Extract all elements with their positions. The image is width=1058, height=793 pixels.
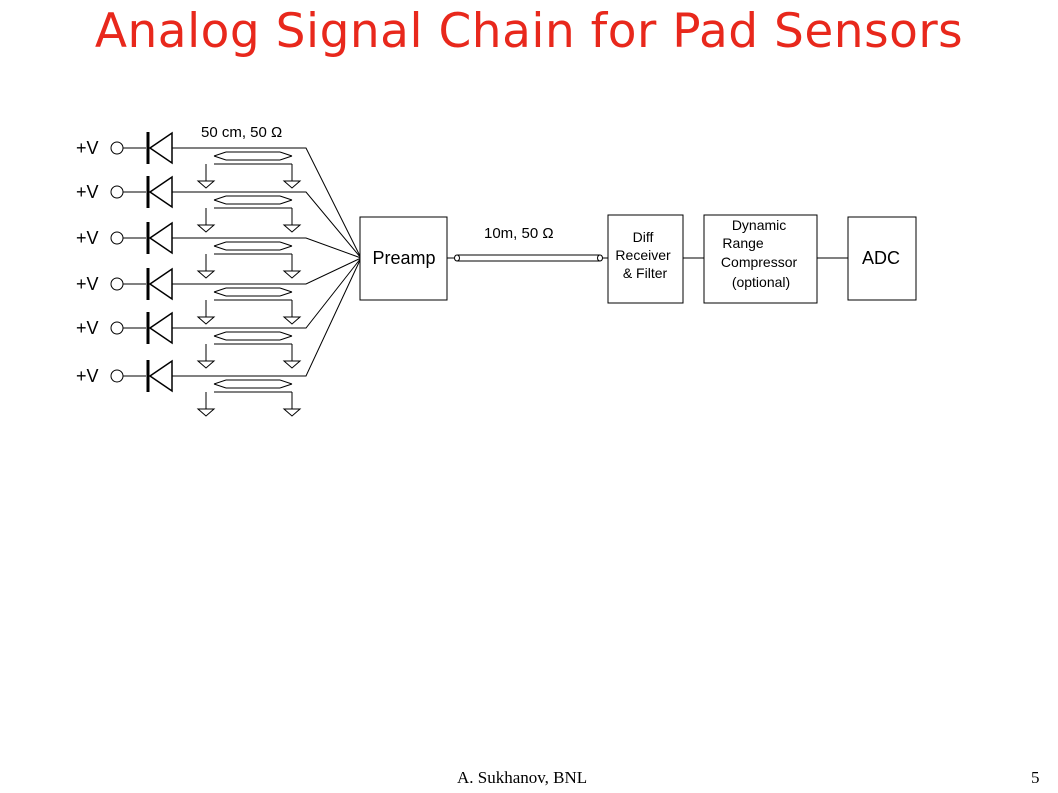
ground-icon: [282, 208, 302, 233]
diode-icon: [146, 221, 173, 255]
long-coax-cable: [447, 254, 608, 262]
svg-text:Diff Receiver & Filter: Diff Receiver & Filter: [615, 229, 674, 281]
short-coax-cable: [196, 375, 302, 417]
fan-in-wire: [292, 257, 362, 377]
bias-voltage-label: +V: [76, 182, 99, 202]
compressor-line-3: Compressor: [721, 254, 798, 270]
sensor-channel: +V: [76, 131, 362, 259]
diode-icon: [146, 131, 173, 165]
sensor-channel: +V: [76, 257, 362, 369]
bias-voltage-label: +V: [76, 138, 99, 158]
ground-icon: [282, 254, 302, 279]
preamp-label: Preamp: [372, 248, 435, 268]
bias-voltage-label: +V: [76, 318, 99, 338]
sensor-channel: +V: [76, 257, 362, 325]
ground-icon: [196, 392, 216, 417]
ground-icon: [282, 164, 302, 189]
compressor-line-1: Dynamic: [732, 217, 786, 233]
diode-icon: [146, 359, 173, 393]
fan-in-wire: [292, 191, 362, 259]
fan-in-wire: [292, 237, 362, 259]
ground-icon: [196, 208, 216, 233]
diff-receiver-line-1: Diff: [633, 229, 654, 245]
ground-icon: [282, 344, 302, 369]
ground-icon: [196, 344, 216, 369]
bias-terminal-icon: [110, 141, 124, 155]
diode-icon: [146, 311, 173, 345]
fan-in-wire: [292, 147, 362, 259]
short-cable-label: 50 cm, 50 Ω: [201, 124, 282, 141]
diff-receiver-box: [607, 214, 684, 304]
slide-title: Analog Signal Chain for Pad Sensors: [94, 4, 964, 59]
ground-icon: [282, 392, 302, 417]
adc-box: [847, 216, 917, 301]
bias-terminal-icon: [110, 277, 124, 291]
diode-icon: [146, 267, 173, 301]
short-coax-cable: [196, 283, 302, 325]
sensor-channel: +V: [76, 221, 362, 279]
ground-icon: [196, 254, 216, 279]
bias-terminal-icon: [110, 231, 124, 245]
short-coax-cable: [196, 191, 302, 233]
ground-icon: [196, 300, 216, 325]
bias-terminal-icon: [110, 369, 124, 383]
compressor-line-4: (optional): [732, 274, 790, 290]
diode-icon: [146, 175, 173, 209]
short-coax-cable: [196, 327, 302, 369]
sensor-channel: +V: [76, 257, 362, 417]
short-coax-cable: [196, 237, 302, 279]
adc-label: ADC: [862, 248, 900, 268]
bias-voltage-label: +V: [76, 366, 99, 386]
preamp-box: [359, 216, 448, 301]
ground-icon: [282, 300, 302, 325]
short-coax-cable: [196, 147, 302, 189]
diff-receiver-line-3: & Filter: [623, 265, 668, 281]
compressor-line-2: Range: [722, 235, 763, 251]
bias-voltage-label: +V: [76, 228, 99, 248]
sensor-channel: +V: [76, 175, 362, 259]
sensor-channels: +V +V +V +V +V +V: [76, 131, 362, 417]
svg-text:Dynamic Range Compress: Dynamic Range Compressor (optional): [721, 217, 801, 290]
bias-terminal-icon: [110, 185, 124, 199]
long-cable-label: 10m, 50 Ω: [484, 225, 554, 242]
fan-in-wire: [292, 257, 362, 285]
ground-icon: [196, 164, 216, 189]
bias-terminal-icon: [110, 321, 124, 335]
page-number: 5: [1031, 768, 1040, 787]
compressor-box: [703, 214, 818, 304]
footer-author: A. Sukhanov, BNL: [457, 768, 588, 787]
diff-receiver-line-2: Receiver: [615, 247, 671, 263]
fan-in-wire: [292, 257, 362, 329]
bias-voltage-label: +V: [76, 274, 99, 294]
